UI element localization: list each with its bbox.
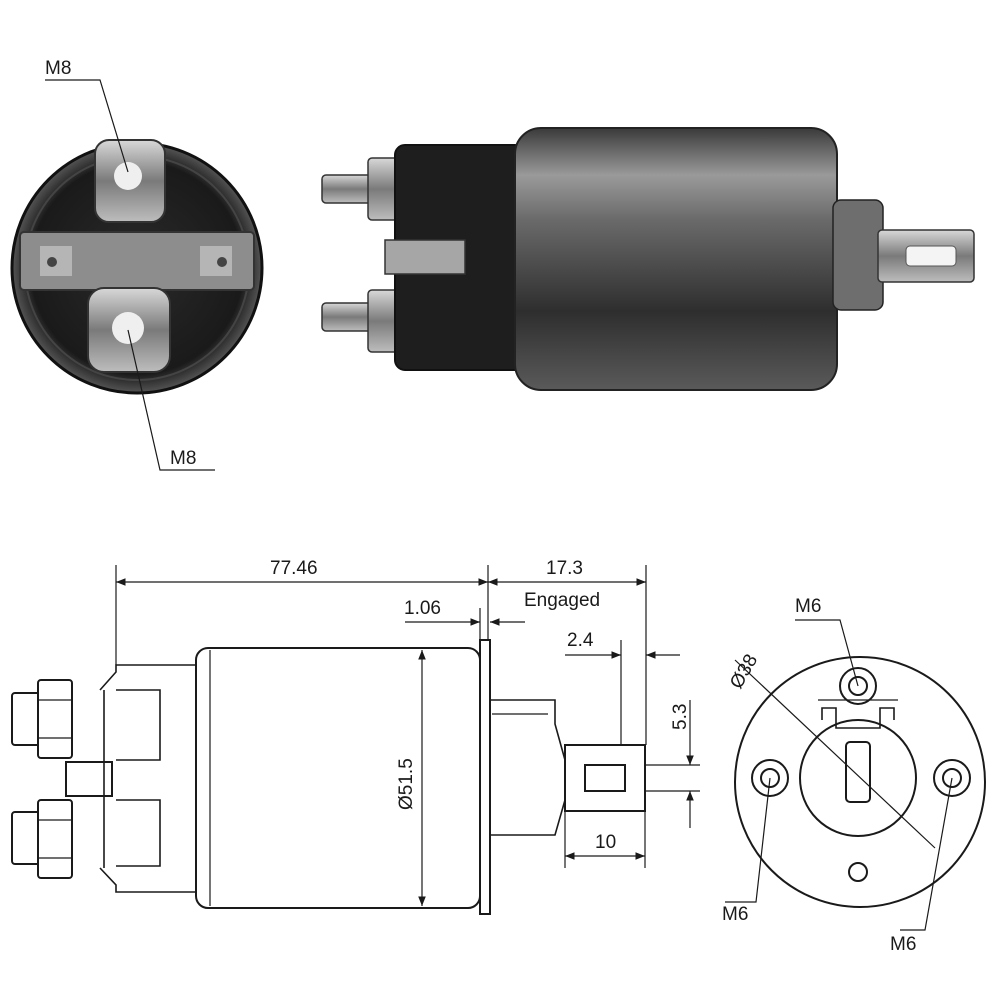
- dimension-lines: [115, 565, 700, 906]
- label-m8-top: M8: [45, 58, 71, 79]
- dim-overall-length: 77.46: [270, 558, 318, 579]
- photo-side-view: [321, 127, 975, 391]
- dim-tab-length: 10: [595, 832, 616, 853]
- dim-slot-height: 5.3: [670, 704, 691, 730]
- photo-end-view: [10, 139, 264, 395]
- hole-top-label: M6: [795, 596, 821, 617]
- dim-shaft-offset: 2.4: [567, 630, 594, 651]
- end-view-callouts: [725, 619, 953, 931]
- label-m8-bottom: M8: [170, 448, 196, 469]
- dim-engaged-label: Engaged: [524, 590, 600, 611]
- drawing-side-view: [11, 639, 646, 915]
- bolt-circle-label: Ø38: [726, 651, 762, 693]
- dim-flange-gap: 1.06: [404, 598, 441, 619]
- hole-left-label: M6: [722, 904, 748, 925]
- dim-body-diameter: Ø51.5: [396, 758, 417, 810]
- dim-engaged-travel: 17.3: [546, 558, 583, 579]
- hole-right-label: M6: [890, 934, 916, 955]
- photo-end-view-callouts: [45, 79, 215, 471]
